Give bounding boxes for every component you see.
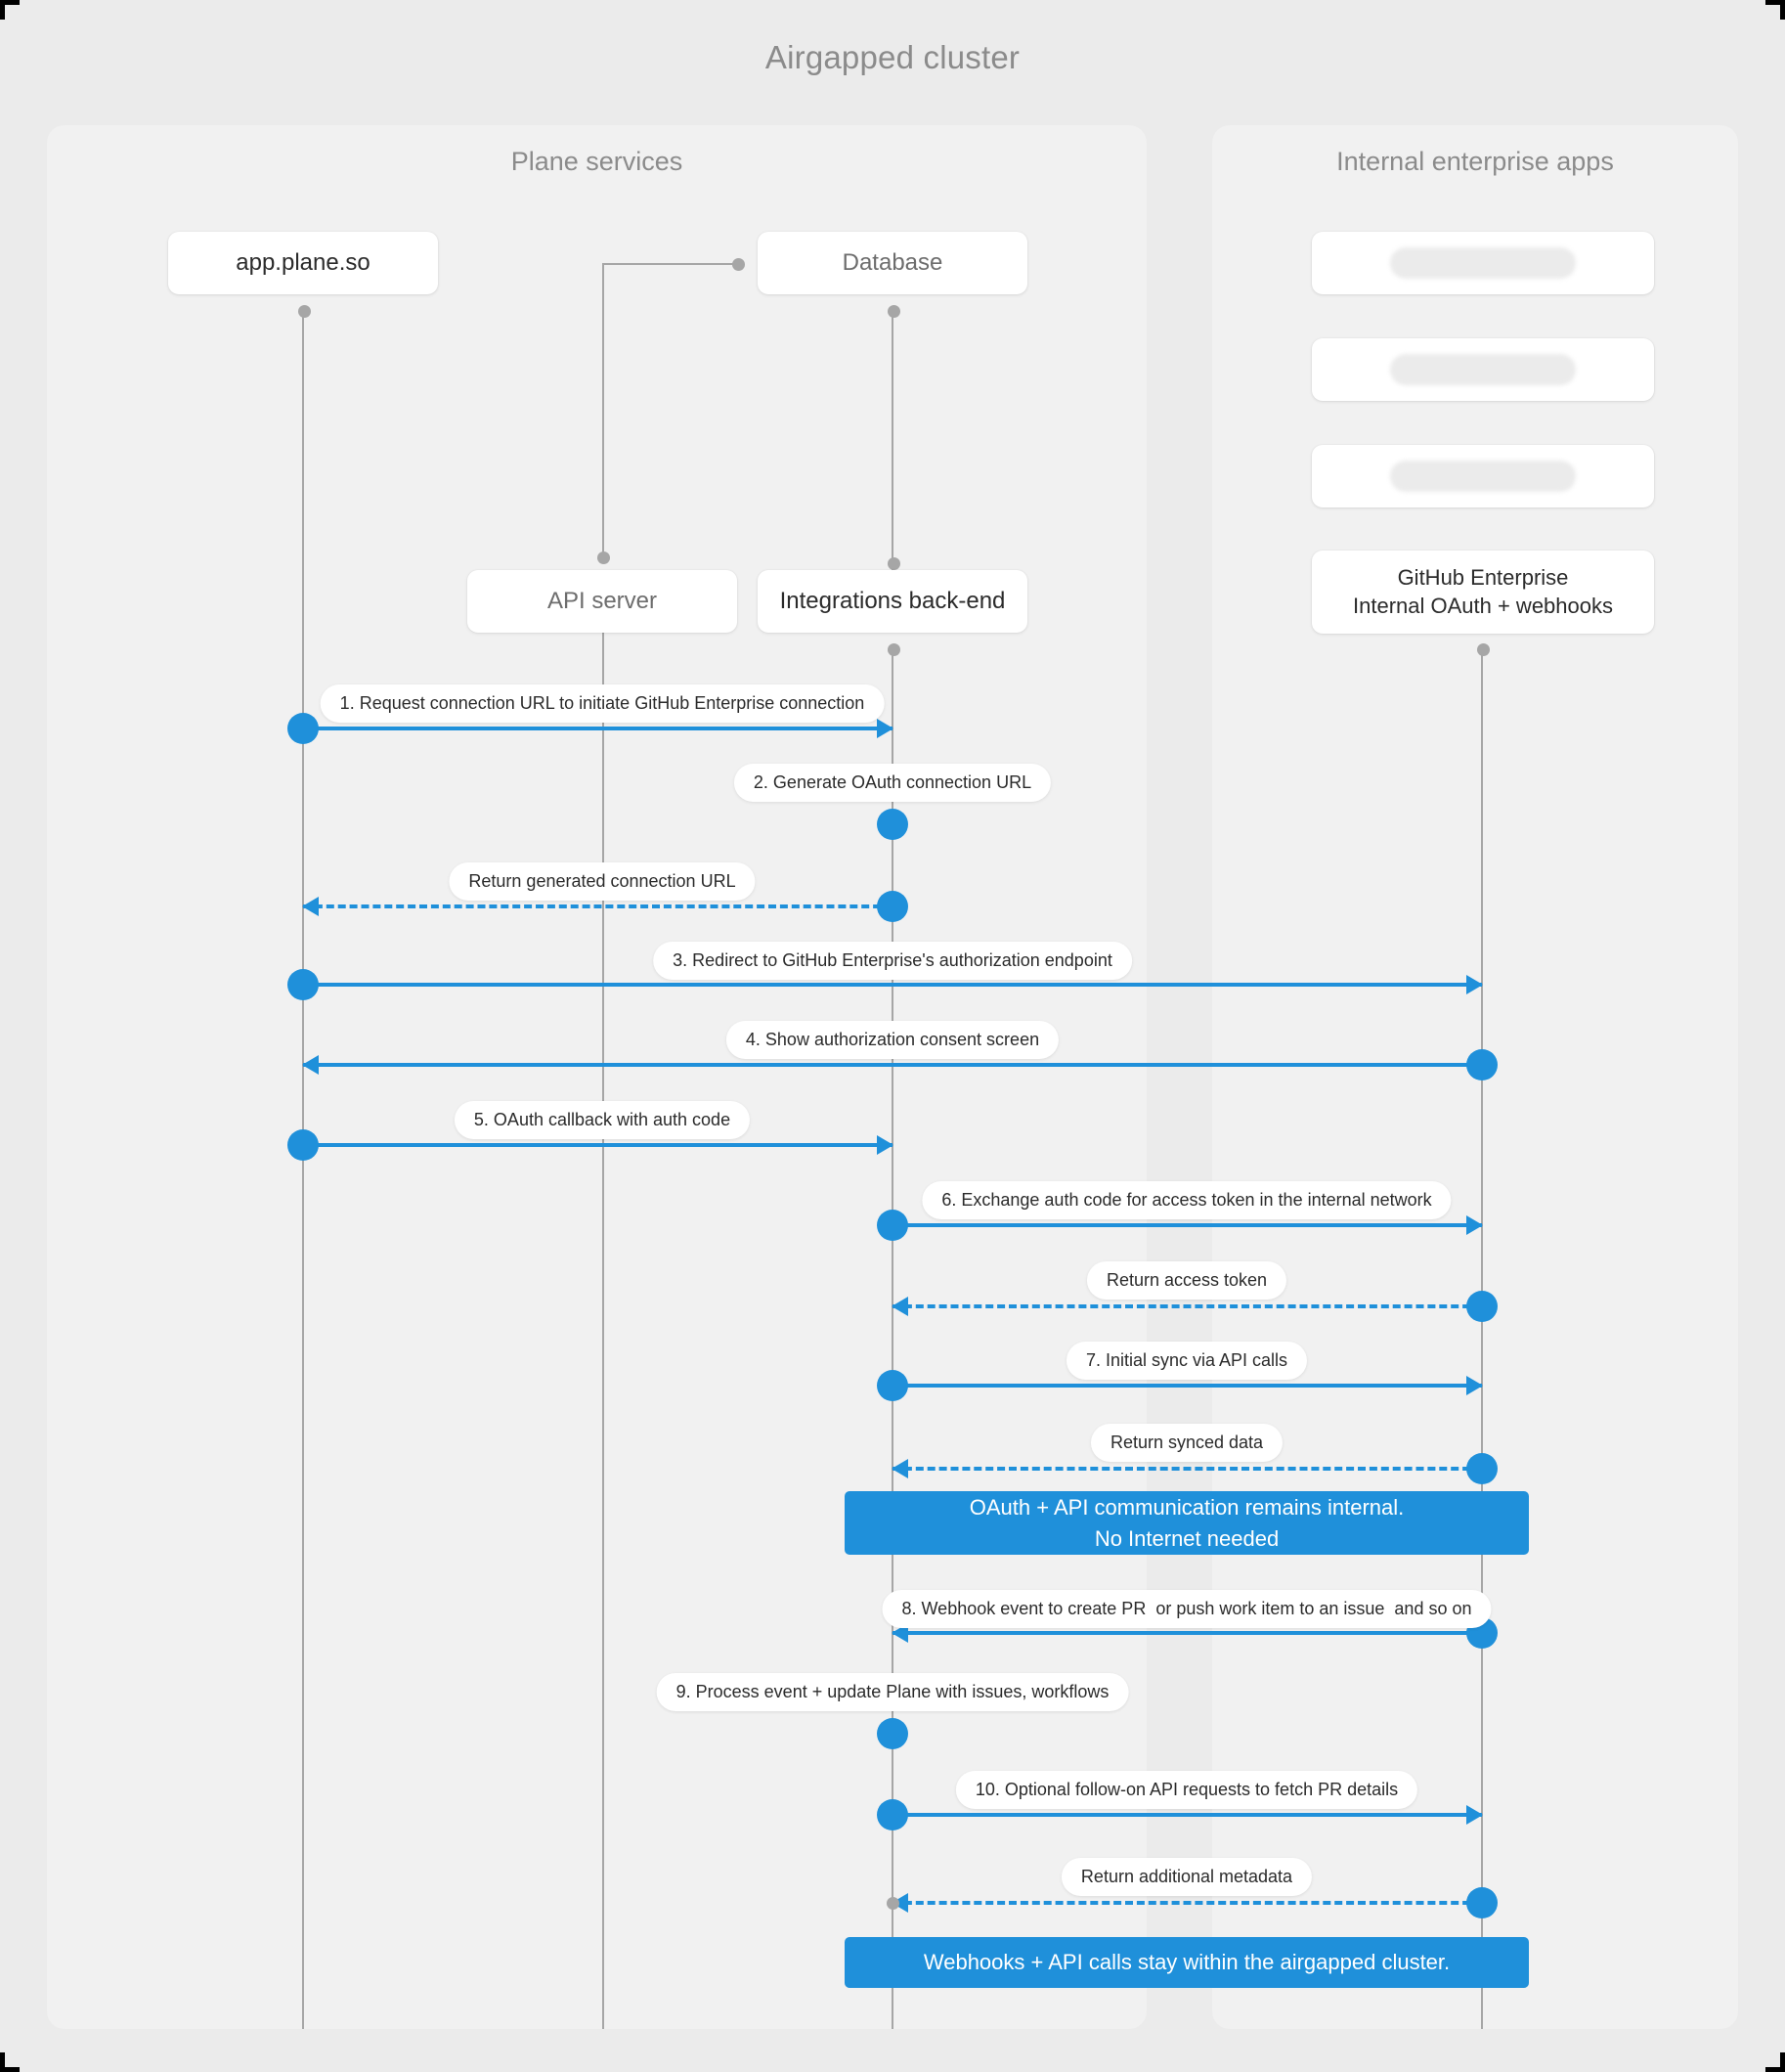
participant-github-enterprise[interactable]: GitHub Enterprise Internal OAuth + webho… xyxy=(1312,551,1654,634)
lifeline-integrations xyxy=(892,649,893,2029)
arrowhead-left-icon xyxy=(892,1623,908,1643)
connector-origin-dot xyxy=(596,551,610,564)
message-label-return-connection-url: Return generated connection URL xyxy=(449,862,756,901)
arrowhead-right-icon xyxy=(1466,1215,1483,1235)
arrowhead-left-icon xyxy=(892,1297,908,1316)
arrowhead-left-icon xyxy=(302,897,319,916)
message-arrow-return-synced-data xyxy=(892,1453,1498,1484)
arrowhead-left-icon xyxy=(892,1459,908,1478)
message-label-6: 6. Exchange auth code for access token i… xyxy=(922,1181,1452,1219)
message-arrow-8 xyxy=(892,1617,1498,1649)
panel-plane-services: Plane services xyxy=(47,125,1147,2029)
note-banner-label: OAuth + API communication remains intern… xyxy=(969,1494,1405,1551)
participant-label-appplane: app.plane.so xyxy=(236,249,370,277)
message-origin-dot xyxy=(1466,1887,1498,1918)
message-label-8: 8. Webhook event to create PR or push wo… xyxy=(882,1590,1492,1628)
message-label-7: 7. Initial sync via API calls xyxy=(1066,1342,1308,1380)
connector-apiserver-database xyxy=(596,258,745,564)
crop-mark-top-right xyxy=(1760,0,1785,25)
participant-database[interactable]: Database xyxy=(758,232,1027,294)
message-arrow-return-access-token xyxy=(892,1291,1498,1322)
message-arrow-5 xyxy=(287,1129,893,1161)
message-label-9: 9. Process event + update Plane with iss… xyxy=(656,1673,1129,1711)
message-label-2: 2. Generate OAuth connection URL xyxy=(733,764,1052,802)
crop-mark-bottom-left xyxy=(0,2047,25,2072)
panel-title-internal-enterprise-apps: Internal enterprise apps xyxy=(1336,147,1614,176)
message-label-4: 4. Show authorization consent screen xyxy=(725,1021,1060,1059)
lifeline-github xyxy=(1481,649,1483,2029)
message-origin-dot xyxy=(287,969,319,1000)
message-label-return-access-token: Return access token xyxy=(1086,1261,1287,1300)
lifeline-database xyxy=(892,311,893,570)
message-arrow-10 xyxy=(877,1799,1483,1830)
lifeline-appplane xyxy=(302,311,304,2029)
message-label-10: 10. Optional follow-on API requests to f… xyxy=(955,1771,1418,1809)
message-arrow-return-additional-metadata xyxy=(886,1887,1498,1918)
lifeline-start-dot-appplane xyxy=(297,305,311,318)
arrowhead-left-icon xyxy=(302,1055,319,1075)
connector-arrow-dot xyxy=(732,258,745,271)
participant-label-database: Database xyxy=(842,249,943,277)
message-selfcall-dot-2 xyxy=(877,809,908,840)
participant-label-api-server: API server xyxy=(546,588,658,615)
note-banner-internal-communication: OAuth + API communication remains intern… xyxy=(845,1491,1529,1555)
message-origin-dot xyxy=(1466,1453,1498,1484)
crop-mark-top-left xyxy=(0,0,25,25)
message-arrow-6 xyxy=(877,1210,1483,1241)
arrowhead-right-icon xyxy=(1466,1376,1483,1395)
arrowhead-right-icon xyxy=(1466,1805,1483,1825)
message-origin-dot xyxy=(877,891,908,922)
message-origin-dot xyxy=(877,1370,908,1401)
message-origin-dot xyxy=(877,1799,908,1830)
note-banner-airgapped-cluster: Webhooks + API calls stay within the air… xyxy=(845,1937,1529,1988)
message-origin-dot xyxy=(1466,1049,1498,1080)
lifeline-end-dot-database xyxy=(887,557,900,570)
message-arrow-4 xyxy=(302,1049,1498,1080)
placeholder-card-3 xyxy=(1312,445,1654,507)
message-label-3: 3. Redirect to GitHub Enterprise's autho… xyxy=(653,942,1132,980)
message-arrow-return-connection-url xyxy=(302,891,908,922)
message-arrow-1 xyxy=(287,713,893,744)
message-label-return-synced-data: Return synced data xyxy=(1090,1424,1284,1462)
placeholder-bar-icon xyxy=(1390,461,1576,492)
lifeline-apiserver xyxy=(602,633,604,2029)
message-selfcall-dot-9 xyxy=(877,1718,908,1749)
arrowhead-right-icon xyxy=(1466,975,1483,994)
message-label-5: 5. OAuth callback with auth code xyxy=(454,1101,751,1139)
participant-integrations-backend[interactable]: Integrations back-end xyxy=(758,570,1027,633)
lifeline-start-dot-github xyxy=(1476,643,1490,656)
message-origin-dot xyxy=(877,1210,908,1241)
lifeline-start-dot-database xyxy=(887,305,900,318)
placeholder-bar-icon xyxy=(1390,354,1576,385)
message-origin-dot xyxy=(1466,1291,1498,1322)
message-label-1: 1. Request connection URL to initiate Gi… xyxy=(320,684,885,723)
participant-appplane[interactable]: app.plane.so xyxy=(168,232,438,294)
message-arrow-3 xyxy=(287,969,1483,1000)
placeholder-card-1 xyxy=(1312,232,1654,294)
message-arrow-7 xyxy=(877,1370,1483,1401)
message-target-dot xyxy=(886,1896,899,1910)
crop-mark-bottom-right xyxy=(1760,2047,1785,2072)
panel-title-plane-services: Plane services xyxy=(510,147,683,176)
arrowhead-right-icon xyxy=(877,719,893,738)
participant-label-integrations-backend: Integrations back-end xyxy=(779,588,1006,615)
arrowhead-right-icon xyxy=(877,1135,893,1155)
message-label-return-additional-metadata: Return additional metadata xyxy=(1061,1858,1313,1896)
placeholder-card-2 xyxy=(1312,338,1654,401)
participant-api-server[interactable]: API server xyxy=(467,570,737,633)
message-origin-dot xyxy=(287,713,319,744)
placeholder-bar-icon xyxy=(1390,247,1576,279)
lifeline-start-dot-integrations xyxy=(887,643,900,656)
note-banner-label: Webhooks + API calls stay within the air… xyxy=(923,1950,1451,1975)
message-origin-dot xyxy=(287,1129,319,1161)
participant-label-github-enterprise: GitHub Enterprise Internal OAuth + webho… xyxy=(1353,564,1613,618)
diagram-title: Airgapped cluster xyxy=(764,39,1021,75)
